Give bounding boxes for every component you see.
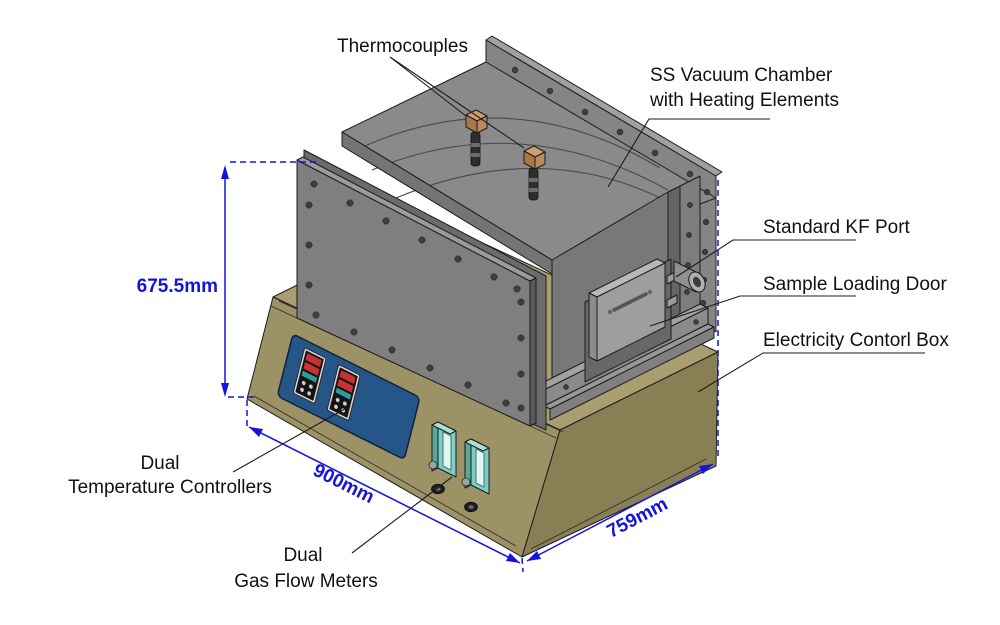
label-temp-controllers-line1: Dual	[140, 453, 179, 474]
end-flange-bolts	[684, 202, 693, 295]
base-front-bottom-line	[253, 395, 517, 547]
vacuum-chamber	[296, 35, 723, 431]
label-chamber-line1: SS Vacuum Chamber	[650, 65, 833, 86]
label-control-box: Electricity Contorl Box	[763, 330, 949, 351]
base-right-face	[521, 351, 719, 558]
dimension-height: 675.5mm	[137, 161, 318, 428]
label-loading-door: Sample Loading Door	[763, 274, 947, 295]
labels: Thermocouples SS Vacuum Chamber with Hea…	[68, 36, 949, 592]
leader-loading-door	[649, 295, 856, 327]
label-temp-controllers-line2: Temperature Controllers	[68, 477, 272, 498]
kf-port	[673, 260, 706, 293]
leader-chamber	[607, 118, 770, 188]
front-flange-bolts	[305, 180, 525, 412]
label-kf-port: Standard KF Port	[763, 217, 911, 238]
leader-kf-port	[675, 239, 856, 278]
control-panel	[277, 334, 420, 459]
leader-thermocouple-1	[389, 56, 467, 117]
top-seam-3	[395, 167, 673, 205]
door-hinge-2	[666, 294, 678, 309]
temperature-controller-1	[293, 347, 327, 404]
door-handle	[604, 286, 656, 318]
leader-lines	[232, 56, 925, 554]
gas-flow-meter-2	[461, 438, 490, 495]
sample-loading-door	[584, 258, 678, 383]
front-flange	[296, 156, 537, 427]
thermocouple-2	[523, 145, 546, 201]
flow-valve-knobs	[431, 483, 478, 513]
leader-control-box	[697, 352, 925, 393]
label-chamber-line2: with Heating Elements	[649, 90, 839, 111]
rear-flange-top-edge	[485, 35, 723, 177]
temperature-controller-2	[327, 364, 361, 421]
base-right-bottom-line	[530, 458, 707, 550]
label-flow-meters-line1: Dual	[283, 545, 322, 566]
label-flow-meters-line2: Gas Flow Meters	[234, 571, 378, 592]
label-thermocouples: Thermocouples	[337, 36, 468, 57]
door-side-edge	[588, 292, 598, 362]
dimension-height-label: 675.5mm	[137, 276, 218, 297]
gas-flow-meter-1	[428, 421, 457, 478]
leader-thermocouple-2	[389, 56, 525, 149]
end-flange-band-2	[679, 175, 701, 319]
leader-temp-controllers	[232, 405, 351, 473]
rear-flange-bolts	[511, 66, 711, 307]
leader-flow-meters	[351, 476, 453, 554]
top-seam-2	[371, 142, 669, 191]
top-seam-1	[355, 117, 661, 169]
